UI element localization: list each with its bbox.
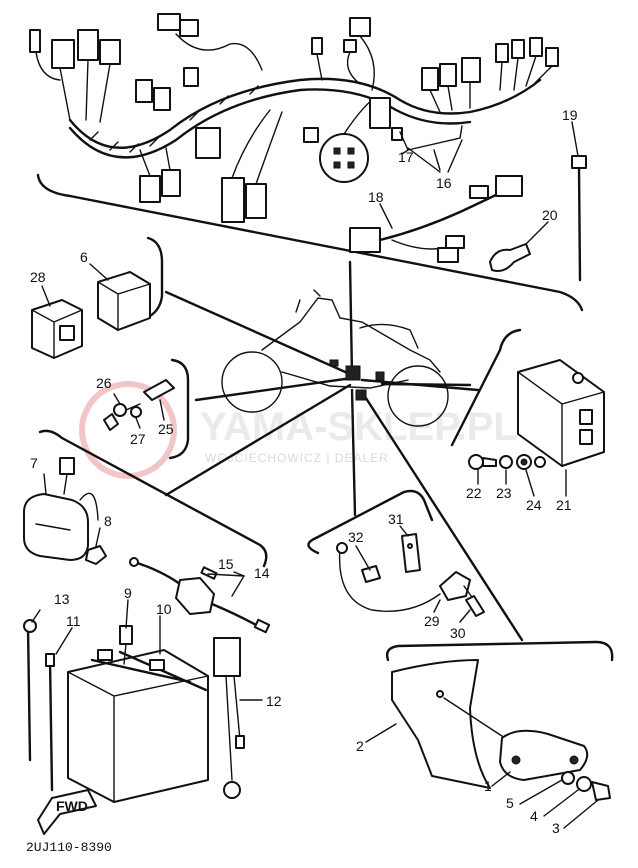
watermark-subtitle: WOJCIECHOWICZ | DEALER [205,451,389,465]
callout-17: 17 [398,149,414,165]
clamp [489,243,531,272]
fuse-lead [213,637,245,799]
callout-numbers: 1 2 3 4 5 6 7 8 9 10 11 12 13 14 15 16 1… [30,107,578,836]
callout-9: 9 [124,585,132,601]
callout-32: 32 [348,529,364,545]
callout-7: 7 [30,455,38,471]
wire-sub-lead [349,175,523,263]
callout-11: 11 [66,613,81,629]
callout-12: 12 [266,693,282,709]
starter-relay [23,457,107,565]
callout-23: 23 [496,485,512,501]
fwd-arrow-icon: FWD [37,789,97,835]
callout-4: 4 [530,808,538,824]
lead-11 [45,653,55,792]
callout-10: 10 [156,601,172,617]
callout-16: 16 [436,175,452,191]
callout-30: 30 [450,625,466,641]
callout-5: 5 [506,795,514,811]
relay-28 [31,299,83,359]
callout-21: 21 [556,497,572,513]
relay-6 [97,271,151,331]
motorcycle-outline [221,289,449,427]
leader-lines [164,260,524,642]
ignitor-unit [468,359,605,470]
sensor-group [336,533,485,617]
callout-20: 20 [542,207,558,223]
callout-13: 13 [54,591,70,607]
callout-28: 28 [30,269,46,285]
callout-2: 2 [356,738,364,754]
callout-15: 15 [218,556,234,572]
callout-8: 8 [104,513,112,529]
callout-1: 1 [484,778,492,794]
cable-14 [129,557,271,634]
callout-24: 24 [526,497,542,513]
drawing-code: 2UJ110-8390 [26,840,112,855]
callout-6: 6 [80,249,88,265]
callout-14: 14 [254,565,270,581]
callout-25: 25 [158,421,174,437]
callout-26: 26 [96,375,112,391]
callout-27: 27 [130,431,146,447]
key-parts [103,379,175,431]
regulator-bracket [391,659,611,801]
callout-3: 3 [552,820,560,836]
wire-harness [29,13,559,223]
callout-19: 19 [562,107,578,123]
watermark-logo-icon [79,381,177,479]
battery [67,625,209,803]
center-marker-icon [345,365,361,381]
watermark: YAMA-SKLEP.PL WOJCIECHOWICZ | DEALER [79,381,518,479]
callout-22: 22 [466,485,482,501]
callout-31: 31 [388,511,404,527]
lead-13 [23,619,37,762]
fwd-label: FWD [56,798,88,814]
callout-leaders [31,121,599,829]
callout-29: 29 [424,613,440,629]
group-boundaries [36,173,614,662]
cable-tie [571,155,587,282]
callout-18: 18 [368,189,384,205]
